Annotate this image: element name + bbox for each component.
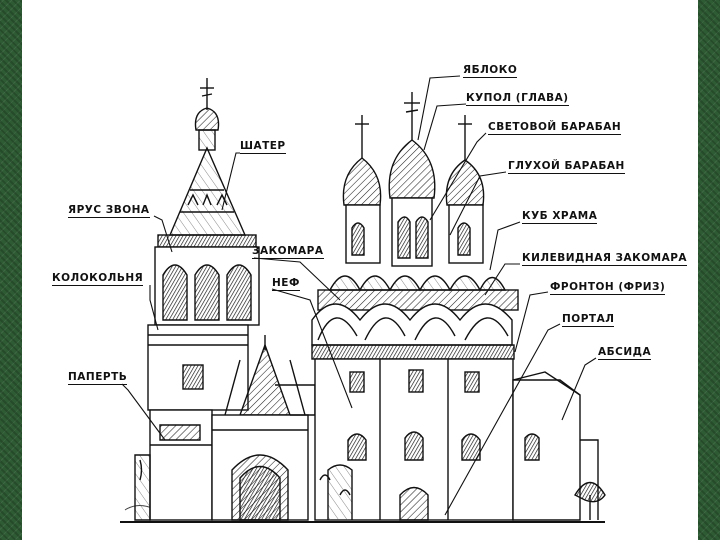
label-yabloko: ЯБЛОКО xyxy=(463,64,518,78)
label-zakomara: ЗАКОМАРА xyxy=(252,245,324,259)
label-glukhoy-baraban: ГЛУХОЙ БАРАБАН xyxy=(508,160,625,174)
label-yarus-zvona: ЯРУС ЗВОНА xyxy=(68,204,150,218)
label-svetovoy-baraban: СВЕТОВОЙ БАРАБАН xyxy=(488,121,622,135)
leader-lines xyxy=(121,75,597,516)
label-fronton: ФРОНТОН (ФРИЗ) xyxy=(550,281,666,295)
label-kupol: КУПОЛ (ГЛАВА) xyxy=(466,92,569,106)
label-kolokolnya: КОЛОКОЛЬНЯ xyxy=(52,272,144,286)
main-church xyxy=(311,92,606,521)
label-absida: АБСИДА xyxy=(598,346,652,360)
label-kilevidnaya-zakomara: КИЛЕВИДНАЯ ЗАКОМАРА xyxy=(522,252,688,266)
porch xyxy=(211,335,316,521)
label-portal: ПОРТАЛ xyxy=(562,313,615,327)
bell-tower xyxy=(134,78,260,521)
label-paperty: ПАПЕРТЬ xyxy=(68,371,128,385)
label-kub-khrama: КУБ ХРАМА xyxy=(522,210,598,224)
label-nef: НЕФ xyxy=(272,277,300,291)
label-shater: ШАТЕР xyxy=(240,140,286,154)
